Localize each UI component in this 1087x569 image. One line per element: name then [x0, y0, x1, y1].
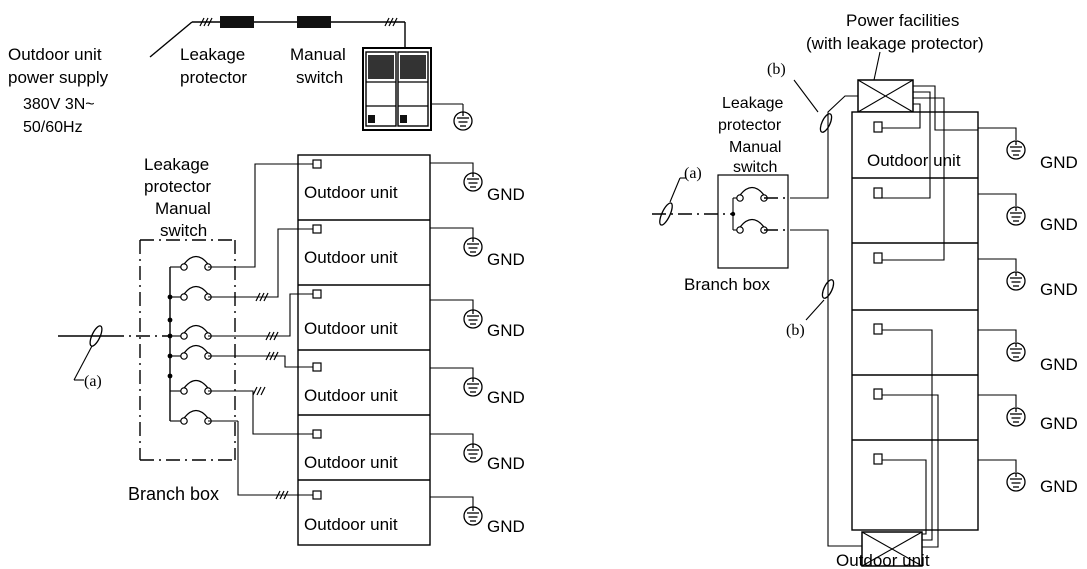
bottom-facility-box [861, 531, 923, 567]
right-box-label-line3: Manual [729, 139, 781, 156]
ground-icon [463, 237, 483, 257]
left-gnd-label-3: GND [487, 321, 525, 340]
left-branch-box-label: Branch box [128, 484, 219, 504]
left-gnd-label-2: GND [487, 250, 525, 269]
left-grounds: GND GND GND GND GND GND [430, 162, 525, 536]
right-unit-column: Outdoor unit [851, 111, 979, 531]
left-unit-label-4: Outdoor unit [304, 386, 398, 405]
ground-icon [1006, 271, 1026, 291]
switch-3 [170, 324, 238, 340]
left-box-label-line2: protector [144, 177, 211, 196]
left-unit-label-1: Outdoor unit [304, 183, 398, 202]
ground-icon [463, 443, 483, 463]
right-gnd-label-4: GND [1040, 355, 1078, 374]
right-gnd-label-5: GND [1040, 414, 1078, 433]
right-box-label-line2: protector [718, 117, 782, 134]
right-grounds: GND GND GND GND GND GND [978, 127, 1078, 496]
voltage-line1: 380V 3N~ [23, 96, 95, 113]
right-unit-label-bottom: Outdoor unit [836, 551, 930, 569]
supply-label-line2: power supply [8, 68, 109, 87]
switch-5 [170, 379, 238, 395]
power-facility-box [857, 51, 914, 113]
left-gnd-label-4: GND [487, 388, 525, 407]
right-branch-box-label: Branch box [684, 275, 770, 294]
switch-2 [170, 285, 238, 301]
top-switch-line2: switch [296, 68, 343, 87]
left-unit-column: Outdoor unit Outdoor unit Outdoor unit O… [297, 154, 431, 546]
ground-icon [463, 172, 483, 192]
ground-icon [1006, 472, 1026, 492]
ground-icon [1006, 140, 1026, 160]
supply-line [149, 16, 406, 58]
top-switch-line1: Manual [290, 45, 346, 64]
right-gnd-label-3: GND [1040, 280, 1078, 299]
ground-icon [1006, 407, 1026, 427]
ground-icon [463, 309, 483, 329]
right-gnd-label-1: GND [1040, 153, 1078, 172]
switch-1 [170, 255, 238, 271]
supply-label-line1: Outdoor unit [8, 45, 102, 64]
left-box-label-line4: switch [160, 221, 207, 240]
ground-icon [1006, 342, 1026, 362]
ground-icon [463, 506, 483, 526]
right-switch-1 [733, 186, 790, 202]
right-gnd-label-6: GND [1040, 477, 1078, 496]
switch-4 [170, 344, 238, 360]
left-box-label-line1: Leakage [144, 155, 209, 174]
right-box-label-line4: switch [733, 159, 777, 176]
right-cable-b-top-label: (b) [767, 61, 786, 78]
left-switch-wires [237, 163, 313, 500]
ground-icon [1006, 206, 1026, 226]
ground-icon [463, 377, 483, 397]
right-cable-b-top: (b) [767, 61, 858, 199]
right-gnd-label-2: GND [1040, 215, 1078, 234]
switch-6 [170, 409, 238, 425]
left-gnd-label-1: GND [487, 185, 525, 204]
top-protector-line1: Leakage [180, 45, 245, 64]
left-gnd-label-5: GND [487, 454, 525, 473]
voltage-line2: 50/60Hz [23, 119, 83, 136]
top-protector-line2: protector [180, 68, 247, 87]
right-diagram: Power facilities (with leakage protector… [652, 11, 1078, 569]
right-unit-label-inside: Outdoor unit [867, 151, 961, 170]
right-box-label-line1: Leakage [722, 95, 783, 112]
right-branch-box [652, 174, 790, 269]
left-branch-box [139, 239, 238, 461]
right-cable-b-bottom: (b) [786, 229, 862, 547]
ground-icon [453, 111, 473, 131]
left-cable-a: (a) [58, 325, 170, 390]
left-diagram: Outdoor unit power supply 380V 3N~ 50/60… [8, 16, 525, 546]
power-facilities-line2: (with leakage protector) [806, 34, 984, 53]
left-box-label-line3: Manual [155, 199, 211, 218]
right-switch-2 [733, 218, 790, 234]
power-facilities-line1: Power facilities [846, 11, 959, 30]
right-cable-b-bottom-label: (b) [786, 322, 805, 339]
right-internal-wires [882, 85, 978, 548]
left-unit-label-3: Outdoor unit [304, 319, 398, 338]
left-unit-label-6: Outdoor unit [304, 515, 398, 534]
outdoor-unit-picture [362, 47, 473, 131]
right-cable-a: (a) [659, 165, 702, 226]
left-gnd-label-6: GND [487, 517, 525, 536]
left-unit-label-2: Outdoor unit [304, 248, 398, 267]
right-cable-a-label: (a) [684, 165, 702, 182]
left-cable-a-label: (a) [84, 373, 102, 390]
left-unit-label-5: Outdoor unit [304, 453, 398, 472]
